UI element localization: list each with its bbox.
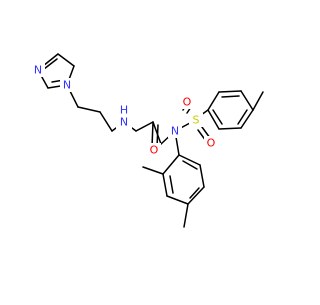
amide-o-label: O — [150, 144, 159, 157]
bond — [252, 91, 264, 111]
bond — [218, 127, 242, 130]
bond — [166, 195, 189, 205]
bond — [162, 154, 180, 175]
bond — [207, 91, 220, 111]
bond — [151, 121, 154, 148]
tolyl-ring — [207, 90, 264, 130]
bond — [99, 111, 113, 132]
bond — [183, 203, 189, 228]
sulfur-label: S — [193, 114, 200, 127]
bond — [135, 121, 154, 132]
propyl-chain — [66, 84, 125, 132]
bond — [77, 106, 101, 113]
bond — [43, 58, 58, 70]
bond — [57, 53, 75, 67]
amide-h-label: H — [120, 104, 128, 117]
bond — [237, 109, 248, 125]
bond — [199, 164, 205, 188]
bond — [221, 95, 240, 98]
bond — [169, 175, 174, 194]
bond — [218, 90, 242, 93]
sulfonamide-n-label: N — [171, 125, 179, 138]
bond — [187, 186, 205, 205]
imidazole-n1-label: N — [63, 79, 71, 92]
bond — [182, 160, 198, 170]
bond — [207, 109, 220, 130]
bond — [212, 109, 223, 125]
bond — [178, 154, 201, 166]
molecule-diagram: N N N H O N S O O — [31, 53, 264, 228]
amide-n-label: N — [120, 116, 128, 129]
imidazole-n3-label: N — [34, 64, 42, 77]
structure-svg: N N N H O N S O O — [31, 53, 264, 228]
sulfonyl-o2-label: O — [207, 137, 216, 150]
bond — [240, 90, 254, 111]
bond — [240, 109, 254, 129]
sulfonyl-o1-label: O — [183, 96, 192, 109]
bond — [189, 187, 200, 199]
bond — [162, 173, 168, 197]
bond — [142, 166, 164, 175]
atom-labels: N N N H O N S O O — [31, 63, 218, 157]
